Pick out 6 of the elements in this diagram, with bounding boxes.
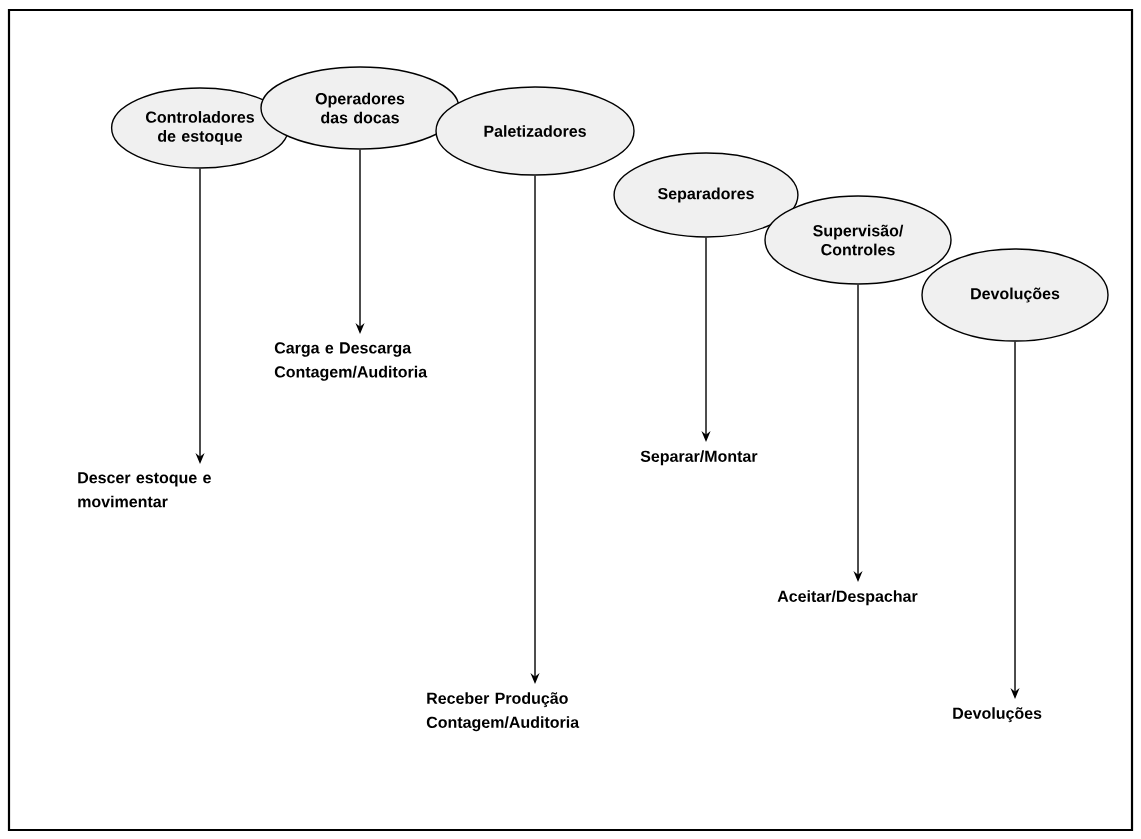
task-label: Descer estoque e movimentar xyxy=(78,472,211,508)
task-label: Separar/Montar xyxy=(640,450,758,466)
task-label: Carga e Descarga Contagem/Auditoria xyxy=(274,342,428,381)
task-label: Aceitar/Despachar xyxy=(777,590,918,606)
task-label: Receber Produção Contagem/Auditoria xyxy=(426,692,580,732)
task-label: Devoluções xyxy=(953,707,1042,723)
